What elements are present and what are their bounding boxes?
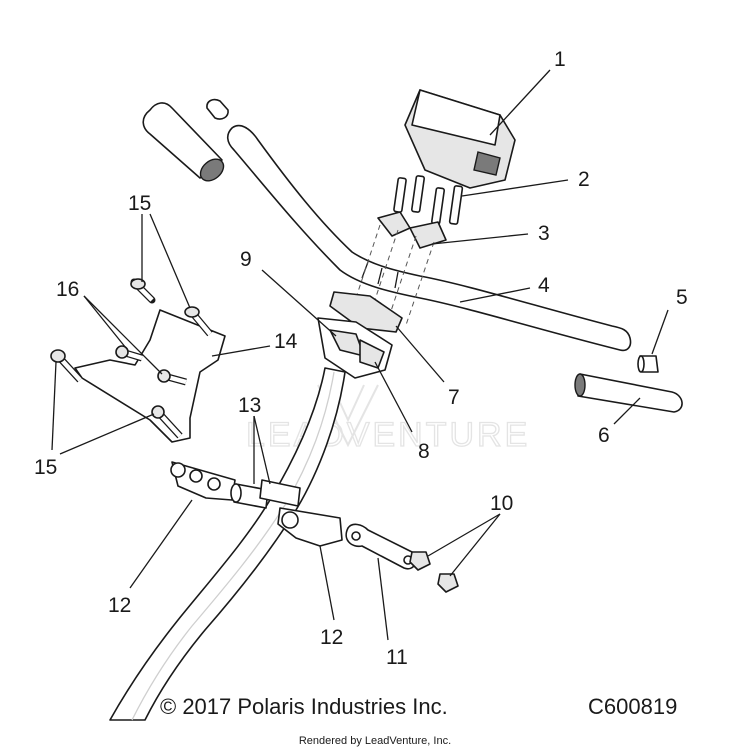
lower-bracket-left [170, 461, 236, 501]
watermark: LEADVENTURE [245, 384, 530, 455]
callout-4: 4 [538, 274, 550, 297]
diagram-code: C600819 [588, 694, 677, 719]
end-cap-left [206, 98, 229, 120]
end-cap-right [637, 355, 659, 373]
callout-11: 11 [386, 646, 408, 669]
leader-lines [51, 69, 669, 641]
column-collar [259, 479, 301, 507]
clamp-caps [377, 211, 447, 249]
callout-8: 8 [418, 440, 430, 463]
callout-3: 3 [538, 222, 550, 245]
left-grip [142, 102, 225, 182]
rendered-by-text: Rendered by LeadVenture, Inc. [299, 735, 451, 747]
nuts [409, 551, 459, 593]
callout-10: 10 [490, 492, 513, 515]
mount-plate [74, 309, 226, 443]
callout-2: 2 [578, 168, 590, 191]
footer: © 2017 Polaris Industries Inc. C600819 R… [160, 694, 677, 747]
lower-clamp [329, 291, 403, 333]
callout-6: 6 [598, 424, 610, 447]
copyright-text: © 2017 Polaris Industries Inc. [160, 694, 448, 719]
callout-13: 13 [238, 394, 261, 417]
callout-5: 5 [676, 286, 688, 309]
callout-15-bottom: 15 [34, 456, 57, 479]
callout-12-left: 12 [108, 594, 131, 617]
callout-14: 14 [274, 330, 298, 353]
spacer [230, 483, 269, 509]
watermark-text: LEADVENTURE [246, 416, 530, 454]
callout-1: 1 [554, 48, 566, 71]
link-arm [345, 523, 417, 570]
right-grip [574, 373, 683, 413]
steering-column [109, 367, 346, 721]
callout-7: 7 [448, 386, 460, 409]
callout-16: 16 [56, 278, 79, 301]
callout-labels: 1 2 3 4 5 6 7 8 9 10 11 12 12 13 14 15 1… [34, 48, 688, 669]
callout-12-right: 12 [320, 626, 343, 649]
riser-bracket [317, 317, 393, 379]
handlebar-pad [404, 89, 516, 189]
lower-bracket-right [277, 507, 343, 547]
callout-15-top: 15 [128, 192, 151, 215]
callout-9: 9 [240, 248, 252, 271]
